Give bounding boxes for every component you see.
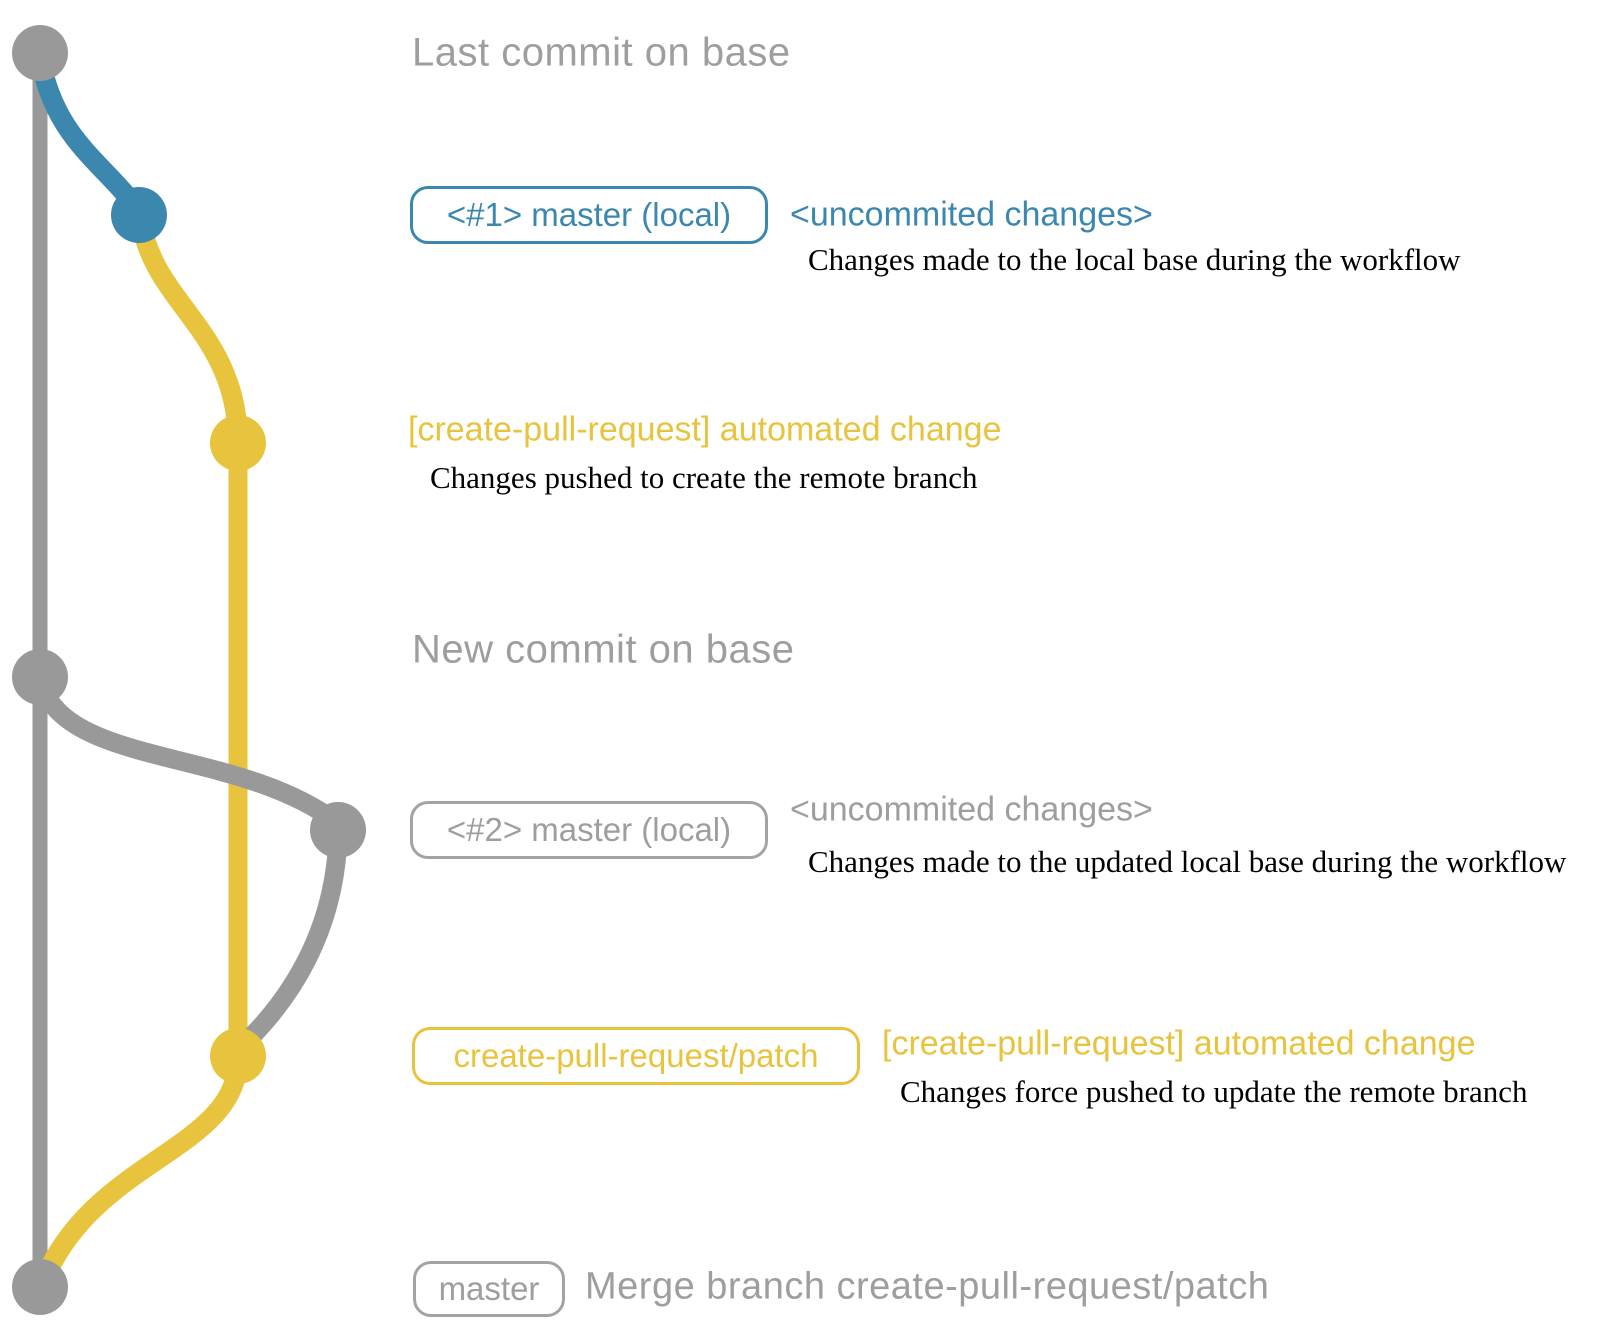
patch-branch-curve-out [131,210,248,450]
uncommitted-changes-1-note: Changes made to the local base during th… [808,242,1461,277]
local-master-1-branch-curve [30,48,147,218]
automated-change-2-note: Changes force pushed to update the remot… [900,1074,1528,1109]
branch-tag-master-local-2: <#2> master (local) [410,801,768,859]
local-master-2-branch-curve-out [30,668,346,832]
branch-tag-master-text: master [438,1270,540,1307]
uncommitted-changes-2-message: <uncommited changes> [790,790,1153,829]
commit-dot-patch-2 [210,1028,266,1084]
commit-dot-merge [12,1259,68,1315]
commit-dot-last-base [12,25,68,81]
commit-dot-new-base [12,649,68,705]
new-commit-on-base-label: New commit on base [412,627,795,672]
branch-tag-master: master [413,1261,565,1317]
patch-branch-curve-merge [34,1048,248,1290]
automated-change-1-note: Changes pushed to create the remote bran… [430,460,978,495]
local-master-2-branch-curve-in [232,828,348,1056]
branch-tag-master-local-1: <#1> master (local) [410,186,768,244]
branch-tag-master-local-2-text: <#2> master (local) [446,811,732,848]
last-commit-on-base-label: Last commit on base [412,30,791,75]
uncommitted-changes-1-message: <uncommited changes> [790,195,1153,234]
branch-tag-create-pull-request-patch: create-pull-request/patch [412,1027,860,1085]
commit-dot-local-master-2 [310,802,366,858]
uncommitted-changes-2-note: Changes made to the updated local base d… [808,844,1567,879]
automated-change-1-message: [create-pull-request] automated change [408,410,1002,449]
commit-dot-local-master-1 [111,187,167,243]
branch-tag-create-pull-request-patch-text: create-pull-request/patch [453,1037,819,1074]
automated-change-2-message: [create-pull-request] automated change [882,1024,1476,1063]
merge-branch-message: Merge branch create-pull-request/patch [585,1265,1270,1308]
branch-tag-master-local-1-text: <#1> master (local) [446,196,732,233]
git-graph [12,25,366,1315]
commit-dot-patch-1 [210,415,266,471]
